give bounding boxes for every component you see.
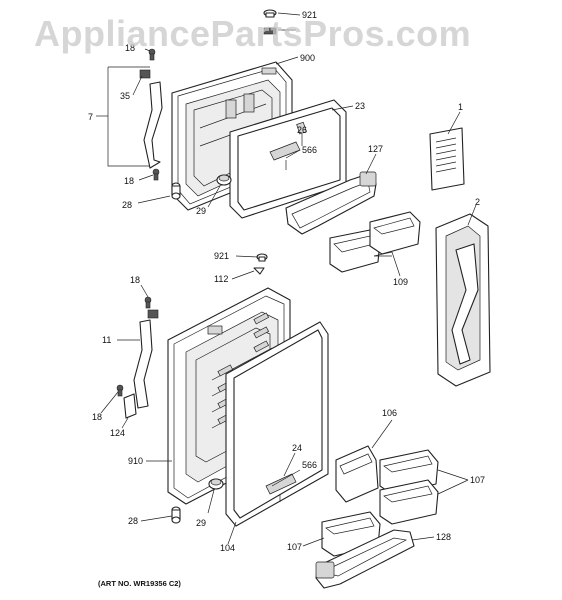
label-104: 104 — [220, 543, 235, 553]
dairy-door-106 — [335, 445, 379, 503]
door-stop-lower — [171, 506, 181, 524]
label-18-top: 18 — [125, 43, 135, 53]
label-24: 24 — [292, 443, 302, 453]
top-hinge-plugs — [263, 9, 277, 35]
label-29-lower: 29 — [196, 518, 206, 528]
door-rack-127 — [285, 171, 377, 235]
watermark: AppliancePartsPros.com — [34, 13, 471, 54]
freezer-door-handle — [139, 69, 163, 169]
label-28-upper: 28 — [122, 200, 132, 210]
label-566-upper: 566 — [302, 145, 317, 155]
art-number: (ART NO. WR19356 C2) — [98, 579, 181, 588]
label-124: 124 — [110, 428, 125, 438]
label-35: 35 — [120, 91, 130, 101]
label-18-lower: 18 — [92, 412, 102, 422]
door-plug-upper — [216, 174, 232, 186]
mullion-cover-2 — [435, 213, 491, 387]
label-18-lower-top: 18 — [130, 275, 140, 285]
label-128: 128 — [436, 532, 451, 542]
door-plug-lower — [208, 478, 224, 490]
label-2: 2 — [475, 197, 480, 207]
label-910: 910 — [128, 456, 143, 466]
label-26: 26 — [297, 125, 307, 135]
label-921-top: 921 — [302, 10, 317, 20]
door-rack-128 — [315, 529, 415, 589]
label-109: 109 — [393, 277, 408, 287]
label-1: 1 — [458, 102, 463, 112]
label-7: 7 — [88, 112, 93, 122]
fresh-food-door-gasket — [225, 321, 329, 527]
leader-lines — [96, 12, 477, 547]
owner-manual — [429, 127, 465, 191]
label-127: 127 — [368, 144, 383, 154]
label-107-right: 107 — [470, 475, 485, 485]
label-29-upper: 29 — [196, 206, 206, 216]
hinge-screws-lower — [116, 296, 152, 397]
label-921-mid: 921 — [214, 251, 229, 261]
label-107-left: 107 — [287, 542, 302, 552]
door-stop-upper — [171, 182, 181, 200]
fresh-food-door-handle — [133, 309, 159, 409]
label-28-lower: 28 — [128, 516, 138, 526]
label-106: 106 — [382, 408, 397, 418]
interior-latch-lower — [265, 473, 297, 502]
label-566-lower: 566 — [302, 460, 317, 470]
handle-bracket-124 — [123, 393, 137, 419]
label-23: 23 — [355, 101, 365, 111]
label-900: 900 — [300, 53, 315, 63]
hinge-plugs-lower — [253, 253, 268, 275]
label-18-mid: 18 — [124, 176, 134, 186]
label-11: 11 — [102, 335, 111, 345]
door-bins-109 — [329, 211, 421, 273]
callout-labels: 921 18 900 7 35 23 1 26 566 127 18 28 29… — [88, 10, 485, 553]
label-112: 112 — [214, 274, 228, 284]
hinge-screws-upper — [148, 48, 160, 181]
